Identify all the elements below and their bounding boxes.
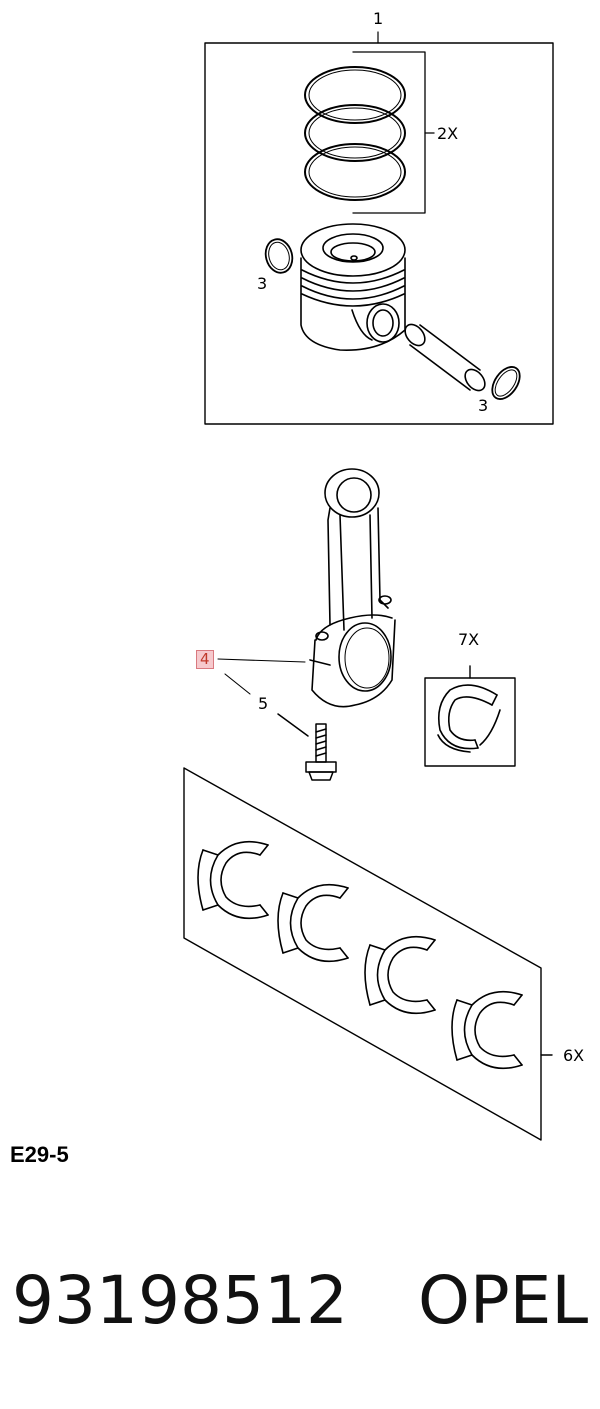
rod-bearing-frame bbox=[424, 665, 516, 767]
diagram-code: E29-5 bbox=[10, 1142, 69, 1167]
brand-name: OPEL bbox=[417, 1262, 589, 1339]
piston-kit-frame bbox=[204, 31, 554, 425]
callout-3-right: 3 bbox=[478, 396, 489, 415]
part-number: 93198512 bbox=[12, 1262, 348, 1339]
callout-6x: 6X bbox=[563, 1046, 585, 1065]
rod-bearing bbox=[437, 684, 501, 753]
callout-3-left: 3 bbox=[257, 274, 268, 293]
callout-2x: 2X bbox=[437, 124, 459, 143]
rings-bracket bbox=[352, 51, 435, 214]
callout-7x: 7X bbox=[458, 630, 480, 649]
footer: 93198512 OPEL bbox=[12, 1262, 592, 1339]
connecting-rod bbox=[309, 468, 396, 708]
piston-pin bbox=[404, 323, 486, 392]
callout-5: 5 bbox=[258, 694, 269, 713]
callout-1: 1 bbox=[373, 9, 384, 28]
rod-leader-lines bbox=[217, 658, 306, 695]
snap-ring-right bbox=[491, 366, 521, 400]
main-bearings bbox=[197, 840, 523, 1070]
bolt bbox=[277, 713, 337, 781]
callout-4-highlighted[interactable]: 4 bbox=[196, 650, 214, 669]
main-bearings-panel bbox=[183, 767, 553, 1141]
piston bbox=[300, 223, 406, 351]
piston-rings bbox=[304, 66, 406, 201]
snap-ring-left bbox=[264, 238, 294, 274]
